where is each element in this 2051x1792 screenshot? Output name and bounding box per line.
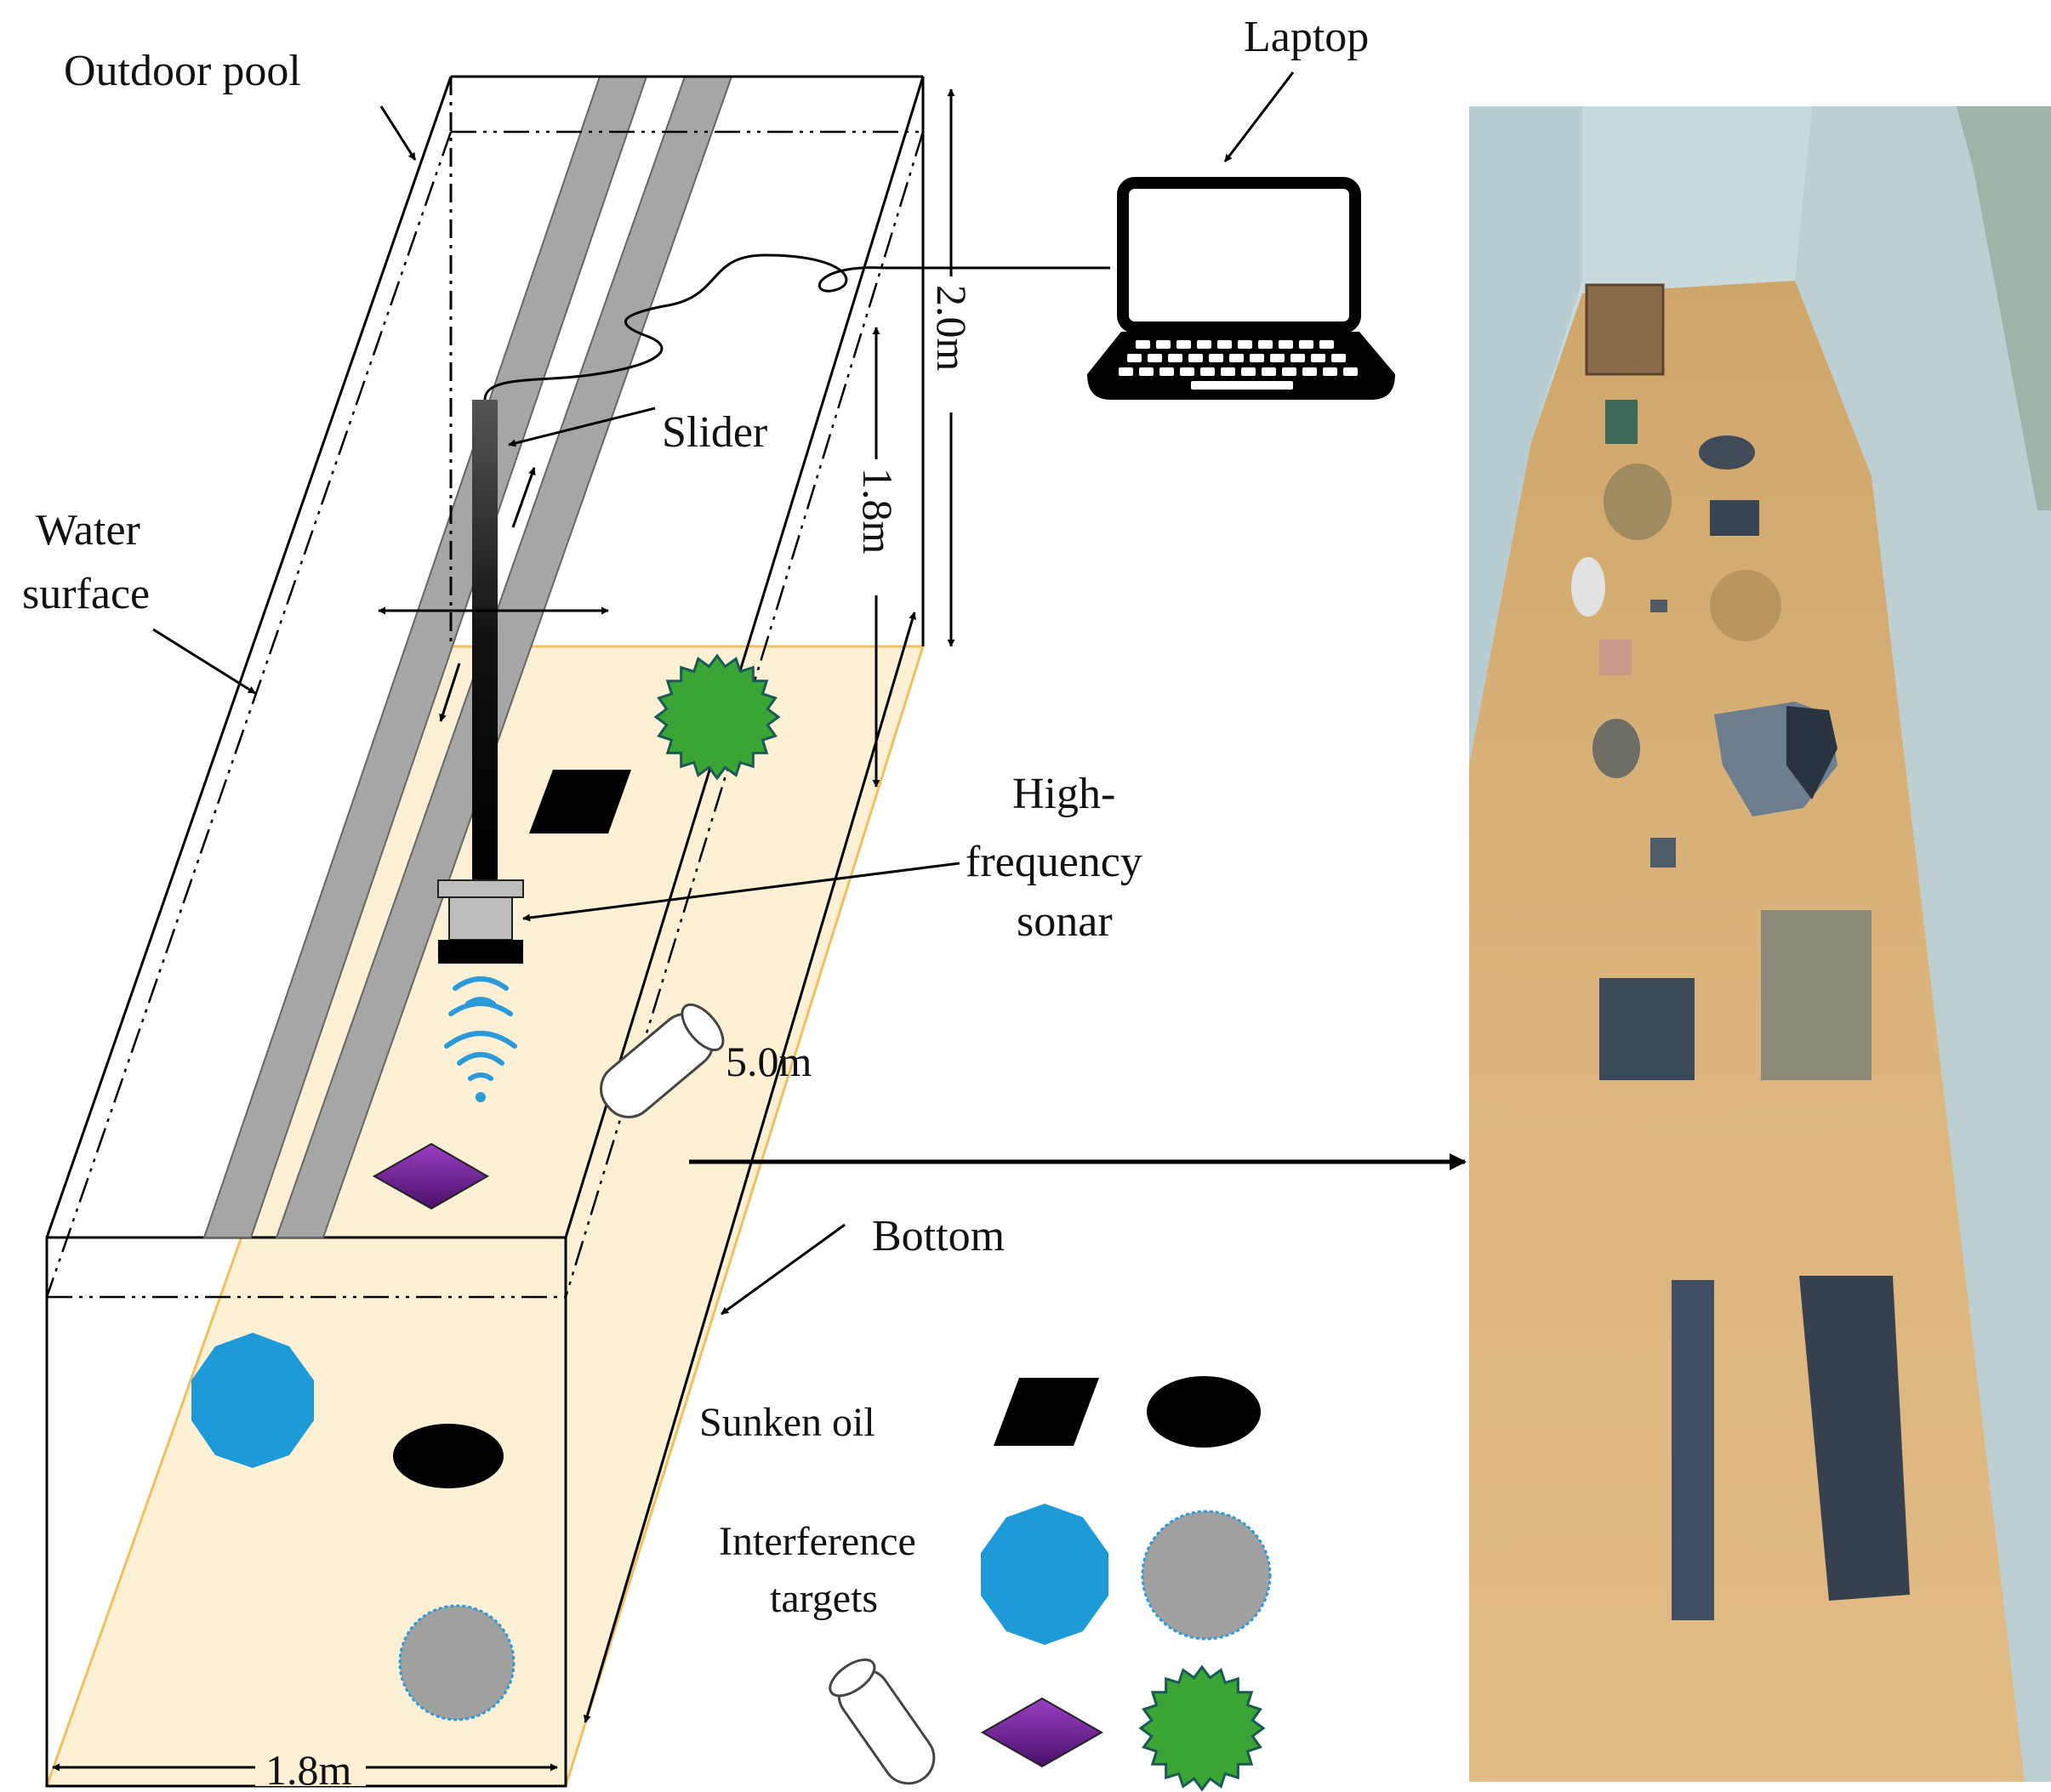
sonar-body (448, 896, 513, 941)
interference-purple-diamond (372, 1142, 490, 1210)
legend-sunken-oil-ellipse (1147, 1376, 1261, 1448)
sonar-mount-top (437, 879, 524, 898)
sonar-transducer (438, 940, 523, 964)
legend-green-star (1138, 1664, 1266, 1792)
label-dim-height-water: 1.8m (854, 468, 902, 555)
photo-oil-strip-left (1672, 1280, 1714, 1620)
label-outdoor-pool: Outdoor pool (64, 47, 301, 95)
sonar-pole (472, 400, 498, 880)
label-dim-length: 5.0m (726, 1038, 812, 1085)
legend-purple-diamond (980, 1697, 1104, 1768)
dim-length-arrow (583, 612, 917, 1723)
slider-track-arrow-up (511, 467, 536, 528)
outdoor-pool-pointer (379, 105, 417, 161)
sonar-pointer (522, 862, 960, 922)
photo-sediment-patch (1761, 910, 1872, 1080)
legend-interference-line1: Interference (719, 1519, 916, 1564)
pool-photo (1469, 106, 2051, 1782)
slider-pointer (508, 407, 656, 447)
sonar-cable (483, 253, 1110, 401)
label-sonar-line2: frequency (966, 838, 1142, 886)
legend (829, 1376, 1272, 1792)
label-dim-width: 1.8m (265, 1746, 352, 1792)
laptop-icon (1087, 177, 1395, 400)
legend-blue-octagon (981, 1504, 1108, 1645)
label-bottom: Bottom (872, 1212, 1005, 1260)
label-sonar-line1: High- (1012, 770, 1115, 818)
photo-wooden-box (1585, 283, 1665, 376)
label-water-surface-line2: surface (22, 570, 150, 618)
photo-oil-strip-right (1799, 1276, 1910, 1601)
water-surface-pointer (152, 628, 256, 695)
label-slider: Slider (662, 408, 767, 457)
sonar-wave-icon (444, 976, 517, 1102)
slider-track-arrow-down (439, 663, 461, 722)
text-labels: Outdoor pool Laptop Slider Water surface… (22, 13, 1369, 1792)
photo-oil-patch-1 (1599, 978, 1695, 1080)
legend-sunken-oil-label: Sunken oil (699, 1400, 875, 1445)
legend-sunken-oil-parallelogram (994, 1378, 1099, 1446)
legend-pipe-icon (829, 1658, 936, 1785)
bottom-pointer (721, 1223, 846, 1316)
sunken-oil-ellipse (393, 1424, 504, 1488)
laptop-pointer (1223, 71, 1295, 162)
interference-gray-disk (398, 1604, 516, 1721)
interference-blue-octagon (191, 1333, 314, 1468)
legend-interference-line2: targets (770, 1576, 878, 1621)
pool-schematic (44, 71, 1467, 1788)
legend-gray-disk (1141, 1510, 1272, 1641)
label-laptop: Laptop (1244, 13, 1369, 61)
label-dim-height-total: 2.0m (928, 285, 976, 372)
label-water-surface-line1: Water (36, 506, 140, 555)
label-sonar-line3: sonar (1017, 897, 1113, 946)
